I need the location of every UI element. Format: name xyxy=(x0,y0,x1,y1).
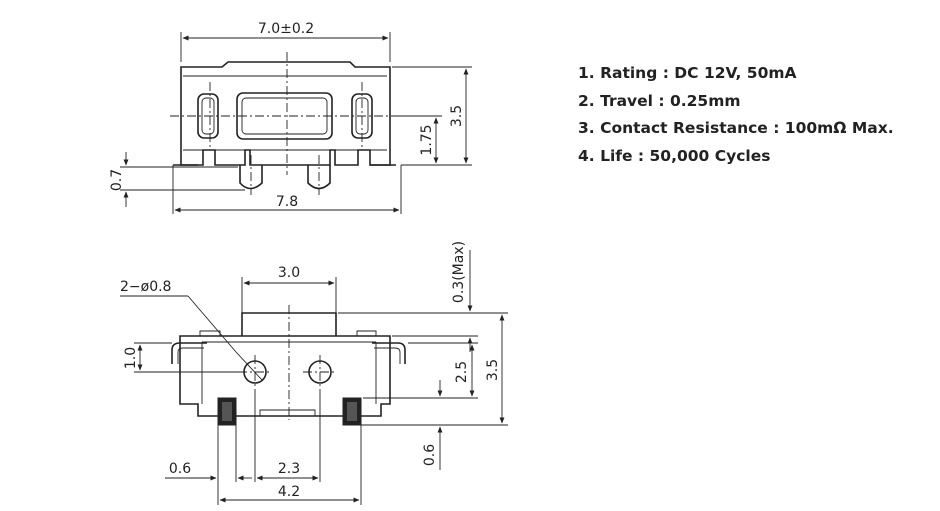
right-pin xyxy=(307,165,331,190)
clearance-label: 0.3(Max) xyxy=(451,241,467,303)
pin-height-label: 0.7 xyxy=(109,169,125,191)
spec-rating: 1. Rating : DC 12V, 50mA xyxy=(578,64,797,82)
left-terminal xyxy=(171,342,207,364)
top-view: 7.0±0.2 7.8 0.7 1.75 3.5 xyxy=(109,21,472,214)
base-width-label: 7.8 xyxy=(276,194,298,210)
right-terminal xyxy=(372,342,406,364)
hole-label: 2−ø0.8 xyxy=(120,279,171,295)
left-pin xyxy=(239,165,263,190)
bottom-view-body xyxy=(179,335,391,417)
pad-label: 0.6 xyxy=(169,461,191,477)
spec-list: 1. Rating : DC 12V, 50mA 2. Travel : 0.2… xyxy=(578,60,894,170)
top-total-height-label: 3.5 xyxy=(449,105,465,127)
pad-spacing-label: 2.3 xyxy=(278,461,300,477)
pad-height-label: 0.6 xyxy=(422,444,438,466)
left-offset-label: 1.0 xyxy=(123,347,139,369)
bottom-total-height-label: 3.5 xyxy=(485,359,501,381)
actuator-width-label: 3.0 xyxy=(278,265,300,281)
mid-height-label: 1.75 xyxy=(419,124,435,155)
bottom-view: 2−ø0.8 3.0 0.3(Max) 3.5 2.5 0.6 1.0 0.6 xyxy=(120,241,508,505)
spec-life: 4. Life : 50,000 Cycles xyxy=(578,146,771,165)
spec-contact-resistance: 3. Contact Resistance : 100mΩ Max. xyxy=(578,119,894,137)
body-height-label: 2.5 xyxy=(454,361,470,383)
spec-travel: 2. Travel : 0.25mm xyxy=(578,91,741,110)
top-width-label: 7.0±0.2 xyxy=(258,21,314,37)
pad-outer-label: 4.2 xyxy=(278,484,300,500)
